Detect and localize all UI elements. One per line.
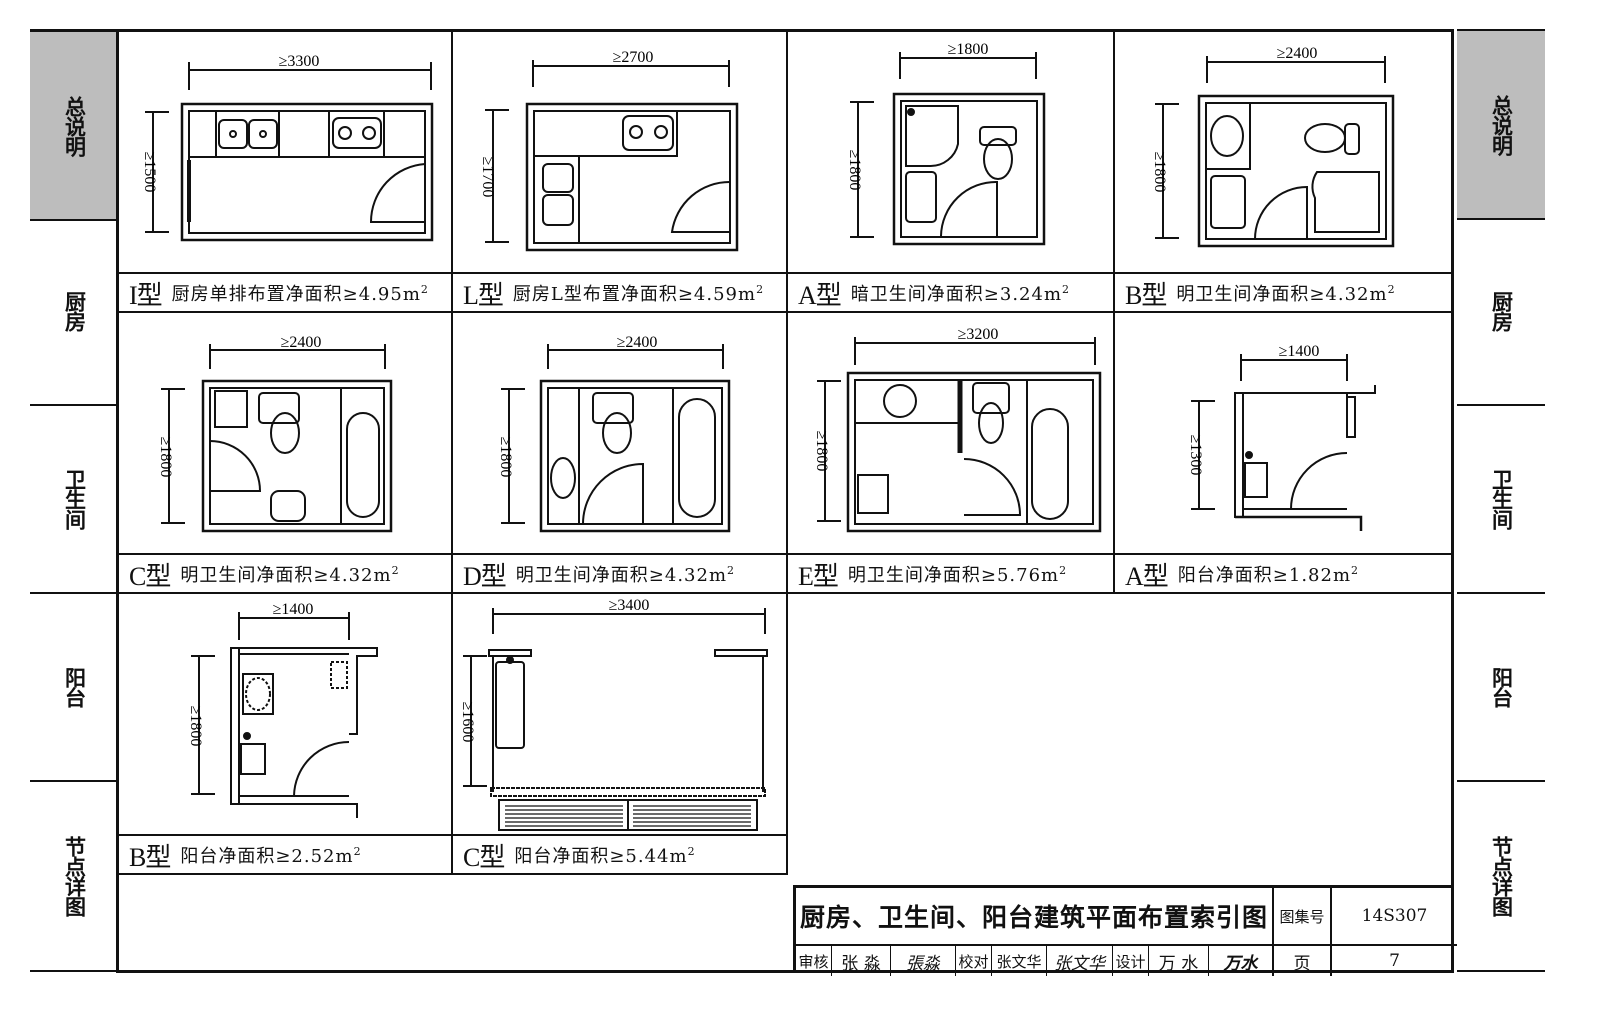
side-tab-kitchen[interactable]: 厨房 [30,218,118,406]
plan-balcony-c: C型 阳台净面积≥5.44m2 ≥3400 ≥1600 [453,594,786,874]
plan-balcony-b: B型 阳台净面积≥2.52m2 ≥1400 ≥1800 [119,594,451,874]
wall-outline [180,102,434,242]
side-tab-bathroom[interactable]: 卫生间 [1457,406,1545,594]
side-tab-label: 阳台 [62,667,87,707]
wall-outline [1197,94,1395,248]
plan-caption: C型 明卫生间净面积≥4.32m2 [119,553,451,593]
checker-signature: 张文华 [1047,946,1113,976]
plan-type: C型 [129,561,171,591]
plan-type: A型 [1125,561,1169,591]
plan-caption: L型 厨房L型布置净面积≥4.59m2 [453,272,786,312]
plan-caption: D型 明卫生间净面积≥4.32m2 [453,553,786,593]
wall-outline [525,102,739,252]
side-tab-general[interactable]: 总说明 [30,29,118,221]
plan-kitchen-i: I型 厨房单排布置净面积≥4.95m2 ≥3300 ≥1500 [119,32,451,312]
plan-bath-b: B型 明卫生间净面积≥4.32m2 ≥2400 ≥1800 [1115,32,1454,312]
designer-name: 万 水 [1149,946,1209,976]
balcony-c-floor-plan [463,608,768,831]
plan-bath-d: D型 明卫生间净面积≥4.32m2 ≥2400 ≥1800 [453,313,786,593]
bath-c-floor-plan [161,344,393,533]
wall-outline [201,379,393,533]
plan-type: E型 [798,561,839,591]
plan-caption: A型 暗卫生间净面积≥3.24m2 [788,272,1113,312]
wall-outline [846,371,1102,533]
side-tab-general[interactable]: 总说明 [1457,29,1545,220]
plan-description: 明卫生间净面积≥5.76m2 [847,564,1068,586]
side-tab-kitchen[interactable]: 厨房 [1457,218,1545,406]
plan-description: 明卫生间净面积≥4.32m2 [515,564,736,586]
side-tab-label: 厨房 [62,291,87,331]
plan-type: B型 [1125,280,1167,310]
balcony-a-floor-plan [1191,354,1376,531]
side-tab-details[interactable]: 节点详图 [30,782,118,972]
bath-b-floor-plan [1155,56,1395,248]
checker-name: 张文华 [992,946,1047,976]
kitchen-l-floor-plan [485,60,739,252]
grid-divider [786,32,788,875]
wall-outline [892,92,1046,246]
plan-balcony-a: A型 阳台净面积≥1.82m2 ≥1400 ≥1300 [1115,313,1454,593]
plan-description: 厨房单排布置净面积≥4.95m2 [171,283,429,305]
design-label: 设计 [1113,946,1149,976]
page-number: 7 [1389,951,1400,971]
plan-description: 明卫生间净面积≥4.32m2 [180,564,400,586]
plan-type: D型 [463,561,507,591]
wall-outline [539,379,731,533]
plan-caption: C型 阳台净面积≥5.44m2 [453,834,786,874]
plan-type: B型 [129,842,171,872]
plan-type: L型 [463,280,504,310]
side-tab-label: 总说明 [1489,94,1514,155]
grid-divider [1113,32,1115,594]
reviewer-name: 张 淼 [832,946,891,976]
side-tab-bathroom[interactable]: 卫生间 [30,406,118,594]
page-label: 页 [1274,946,1332,976]
plan-description: 阳台净面积≥5.44m2 [514,845,696,867]
plan-caption: E型 明卫生间净面积≥5.76m2 [788,553,1113,593]
plan-type: A型 [798,280,842,310]
side-tab-label: 卫生间 [62,469,87,529]
plan-bath-e: E型 明卫生间净面积≥5.76m2 ≥3200 ≥1800 [788,313,1113,593]
plan-caption: A型 阳台净面积≥1.82m2 [1115,553,1454,593]
atlas-number-label: 图集号 [1274,888,1332,946]
balcony-b-floor-plan [191,612,378,818]
side-tab-label: 阳台 [1489,667,1514,707]
plan-description: 阳台净面积≥1.82m2 [1177,564,1360,586]
plan-bath-a: A型 暗卫生间净面积≥3.24m2 ≥1800 ≥1800 [788,32,1113,312]
reviewer-signature: 張淼 [891,946,956,976]
bath-d-floor-plan [501,344,731,533]
plan-bath-c: C型 明卫生间净面积≥4.32m2 ≥2400 ≥1800 [119,313,451,593]
side-tab-label: 总说明 [62,95,87,156]
plan-kitchen-l: L型 厨房L型布置净面积≥4.59m2 ≥2700 ≥1700 [453,32,786,312]
plan-description: 阳台净面积≥2.52m2 [180,845,362,867]
side-tab-details[interactable]: 节点详图 [1457,782,1545,972]
side-tab-label: 节点详图 [62,836,87,916]
plan-caption: I型 厨房单排布置净面积≥4.95m2 [119,272,451,312]
plan-type: C型 [463,842,505,872]
plan-description: 厨房L型布置净面积≥4.59m2 [512,283,765,305]
grid-divider [451,32,453,875]
side-tab-balcony[interactable]: 阳台 [30,594,118,782]
plan-caption: B型 明卫生间净面积≥4.32m2 [1115,272,1454,312]
designer-signature: 万水 [1209,946,1274,976]
title-block: 厨房、卫生间、阳台建筑平面布置索引图 图集号 14S307 审核 张 淼 張淼 … [793,885,1457,976]
side-tab-label: 厨房 [1489,291,1514,331]
kitchen-i-floor-plan [145,62,434,242]
plan-caption: B型 阳台净面积≥2.52m2 [119,834,451,874]
side-tab-label: 节点详图 [1489,836,1514,916]
drawing-title: 厨房、卫生间、阳台建筑平面布置索引图 [796,888,1274,946]
side-tab-balcony[interactable]: 阳台 [1457,594,1545,782]
grid-divider [119,873,788,875]
plan-description: 明卫生间净面积≥4.32m2 [1176,283,1396,305]
bath-e-floor-plan [817,337,1102,533]
plan-description: 暗卫生间净面积≥3.24m2 [850,283,1071,305]
check-label: 校对 [956,946,992,976]
atlas-number: 14S307 [1332,888,1457,946]
drawing-sheet: I型 厨房单排布置净面积≥4.95m2 ≥3300 ≥1500 L型 [116,29,1454,973]
plan-type: I型 [129,280,163,310]
bath-a-floor-plan [850,52,1046,246]
side-tab-label: 卫生间 [1489,469,1514,529]
review-label: 审核 [796,946,832,976]
